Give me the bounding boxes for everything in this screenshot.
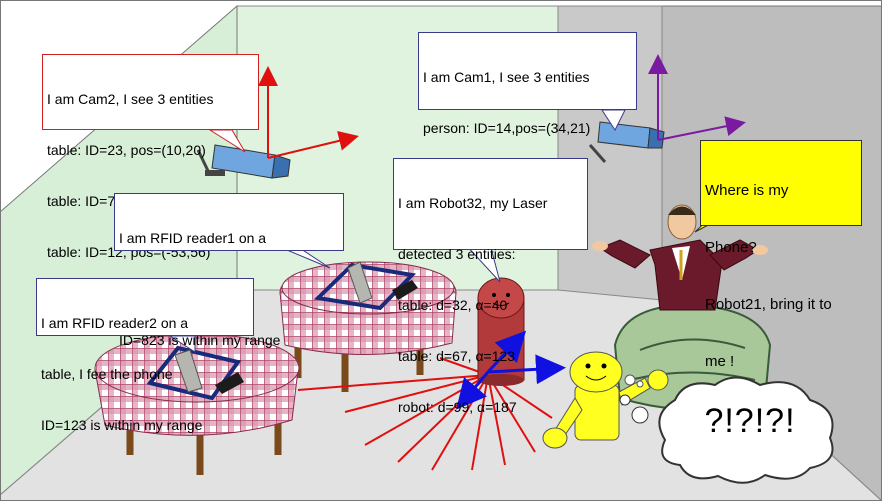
cam1-axes (648, 54, 746, 141)
rfid2-line-3: ID=123 is within my range (41, 417, 203, 433)
cam2-line-1: I am Cam2, I see 3 entities (47, 91, 214, 107)
robot32-line-2: detected 3 entities: (398, 246, 516, 262)
rfid1-line-3: ID=823 is within my range (119, 332, 281, 348)
phone-icon (347, 261, 418, 304)
speech-bubble: Where is my Phone? Robot21, bring it to … (700, 140, 862, 370)
phone-icon (174, 349, 244, 394)
robot32-line-3: table: d=32, α=40 (398, 297, 508, 313)
rfid-reader-icon (146, 345, 242, 401)
cam2-line-2: table: ID=23, pos=(10,20) (47, 142, 206, 158)
rfid2-line-1: I am RFID reader2 on a (41, 315, 189, 331)
cam1-line-2: person: ID=14,pos=(34,21) (423, 120, 591, 136)
callout-pointer (208, 129, 246, 153)
callout-pointer (601, 109, 626, 132)
thought-text: ?!?!?! (704, 402, 796, 440)
rfid1-line-1: I am RFID reader1 on a (119, 230, 267, 246)
rfid1-info-box: I am RFID reader1 on a table, I feel the… (114, 193, 344, 348)
callout-pointer (168, 335, 196, 353)
camera-icon (588, 121, 665, 163)
speech-line-3: Robot21, bring it to (705, 296, 832, 313)
robot32-line-1: I am Robot32, my Laser (398, 195, 548, 211)
robot-axes (456, 330, 566, 410)
thought-cloud (619, 376, 834, 484)
cam1-info-box: I am Cam1, I see 3 entities person: ID=1… (418, 32, 637, 238)
rfid-reader-icon (313, 262, 417, 311)
rfid2-info-box: I am RFID reader2 on a table, I fee the … (36, 278, 254, 433)
robot32-line-4: table: d=67, α=123 (398, 348, 516, 364)
table-icon (94, 333, 300, 475)
cam2-info-box: I am Cam2, I see 3 entities table: ID=23… (42, 54, 259, 260)
speech-line-4: me ! (705, 353, 735, 370)
robot-icon (542, 351, 669, 449)
speech-line-1: Where is my (705, 182, 789, 199)
cam1-line-1: I am Cam1, I see 3 entities (423, 69, 590, 85)
person-icon (592, 204, 768, 311)
cam2-axes (258, 66, 359, 159)
robot32-line-5: robot: d=99, α=187 (398, 399, 517, 415)
speech-line-2: Phone? (705, 239, 757, 256)
rfid2-line-2: table, I fee the phone (41, 366, 173, 382)
camera-icon (196, 144, 291, 179)
robot32-info-box: I am Robot32, my Laser detected 3 entiti… (393, 158, 588, 415)
